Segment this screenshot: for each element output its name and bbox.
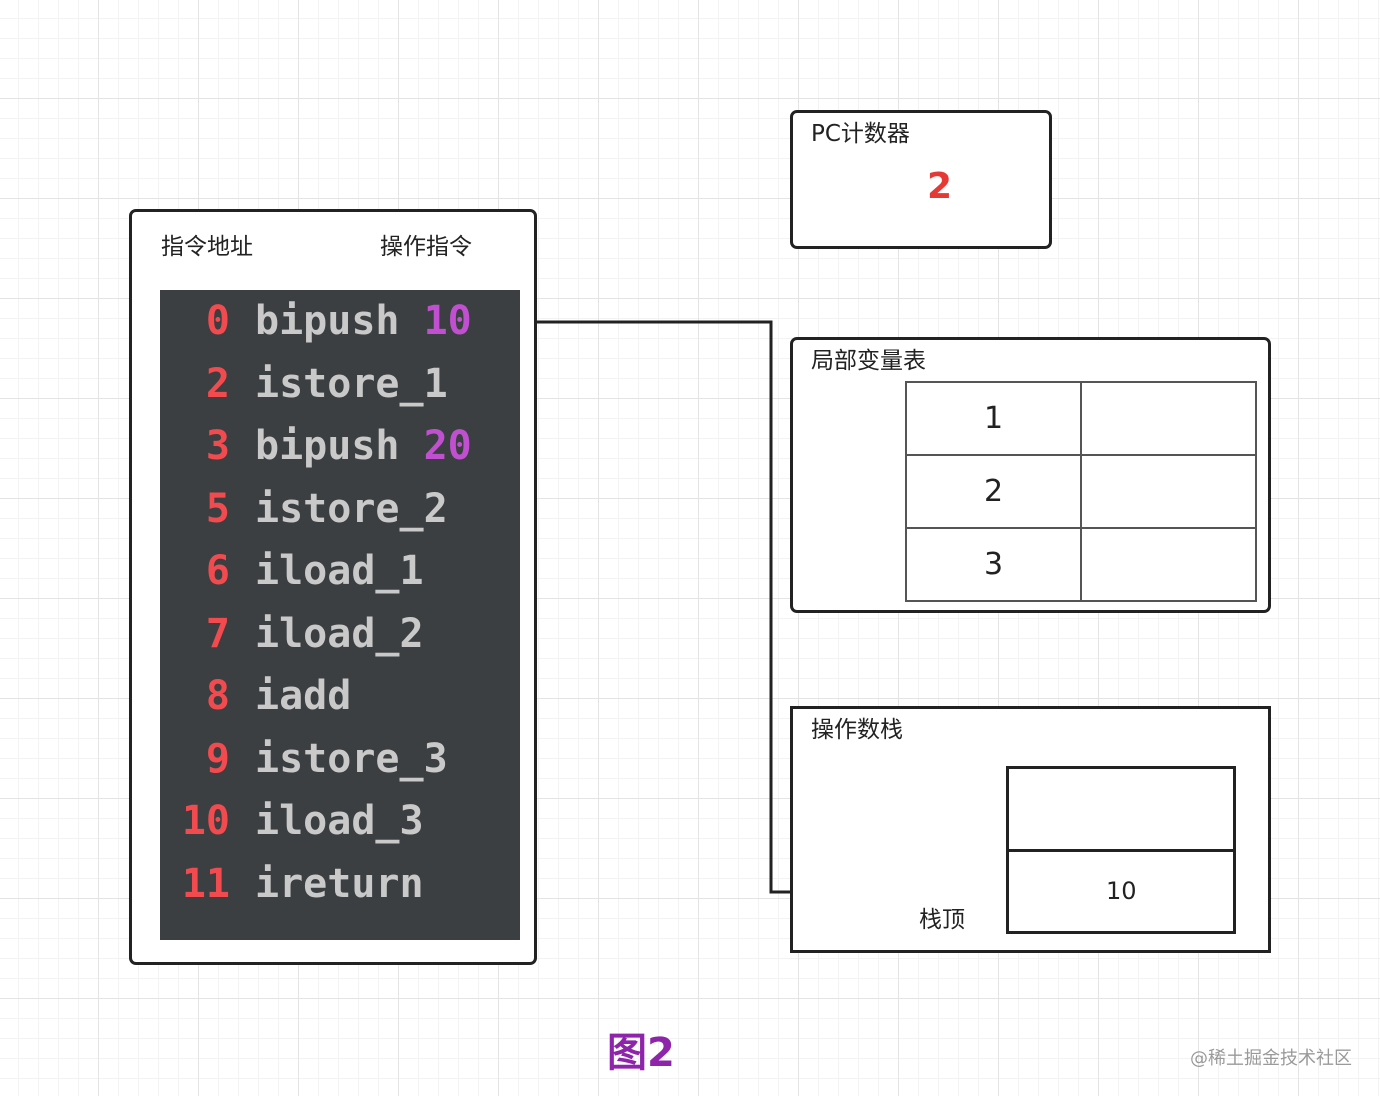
- bytecode-row: 11 ireturn: [160, 853, 520, 915]
- operand-stack-cell-value: 10: [1106, 877, 1137, 905]
- bytecode-opcode: istore_1: [255, 360, 448, 407]
- bytecode-opcode: istore_3: [255, 735, 448, 782]
- bytecode-row: 9 istore_3: [160, 728, 520, 790]
- local-variable-slot: 1: [905, 381, 1082, 456]
- local-variables-title: 局部变量表: [811, 348, 926, 374]
- bytecode-address: 10: [181, 798, 230, 844]
- bytecode-instruction: iload_2: [255, 603, 424, 665]
- operand-stack-cell: [1006, 849, 1236, 934]
- bytecode-opcode: bipush: [255, 298, 400, 344]
- instruction-address-header: 指令地址: [161, 234, 253, 260]
- bytecode-opcode: iload_1: [255, 548, 424, 594]
- bytecode-address: 3: [205, 423, 230, 469]
- bytecode-opcode: istore_2: [255, 485, 448, 532]
- pc-counter-title: PC计数器: [811, 121, 910, 147]
- bytecode-row: 5 istore_2: [160, 478, 520, 540]
- bytecode-address: 0: [205, 298, 230, 344]
- bytecode-row: 10 iload_3: [160, 790, 520, 852]
- local-variable-value: [1080, 381, 1257, 456]
- bytecode-instruction: bipush 10: [255, 290, 472, 352]
- operand-stack-title: 操作数栈: [811, 717, 903, 743]
- local-variable-row: 1: [905, 381, 1257, 456]
- local-variable-row: 3: [905, 527, 1257, 602]
- bytecode-opcode: iadd: [255, 673, 352, 719]
- bytecode-instruction: istore_2: [255, 478, 448, 540]
- local-variables-table: 1 2 3: [905, 381, 1257, 602]
- figure-caption: 图2: [607, 1030, 675, 1076]
- pc-counter-value: 2: [927, 166, 953, 207]
- bytecode-row: 6 iload_1: [160, 540, 520, 602]
- bytecode-address: 7: [205, 610, 230, 657]
- bytecode-instruction: iadd: [255, 665, 351, 727]
- pc-counter-box: [790, 110, 1052, 249]
- local-variable-slot: 3: [905, 527, 1082, 602]
- bytecode-row: 0 bipush 10: [160, 290, 520, 352]
- bytecode-opcode: bipush: [255, 423, 400, 469]
- bytecode-instruction: ireturn: [255, 853, 424, 915]
- operand-stack-cell: [1006, 766, 1236, 852]
- bytecode-row: 7 iload_2: [160, 603, 520, 665]
- bytecode-opcode: iload_3: [255, 798, 424, 844]
- bytecode-instruction: iload_1: [255, 540, 424, 602]
- bytecode-address: 11: [181, 860, 230, 907]
- bytecode-address: 6: [205, 548, 230, 594]
- bytecode-address: 2: [205, 360, 230, 407]
- bytecode-address: 9: [205, 735, 230, 782]
- bytecode-instruction: istore_1: [255, 353, 448, 415]
- local-variable-slot: 2: [905, 454, 1082, 529]
- bytecode-instruction: bipush 20: [255, 415, 472, 477]
- local-variable-value: [1080, 454, 1257, 529]
- bytecode-argument: 20: [423, 423, 472, 469]
- bytecode-row: 3 bipush 20: [160, 415, 520, 477]
- stack-top-label: 栈顶: [919, 907, 965, 933]
- bytecode-row: 8 iadd: [160, 665, 520, 727]
- watermark: @稀土掘金技术社区: [1190, 1048, 1352, 1069]
- bytecode-address: 5: [205, 485, 230, 532]
- instruction-operation-header: 操作指令: [380, 234, 472, 260]
- local-variable-row: 2: [905, 454, 1257, 529]
- bytecode-opcode: iload_2: [255, 610, 424, 657]
- bytecode-argument: 10: [423, 298, 472, 344]
- bytecode-instruction: istore_3: [255, 728, 448, 790]
- bytecode-instruction: iload_3: [255, 790, 424, 852]
- local-variable-value: [1080, 527, 1257, 602]
- bytecode-row: 2 istore_1: [160, 353, 520, 415]
- bytecode-opcode: ireturn: [255, 860, 424, 907]
- bytecode-address: 8: [205, 673, 230, 719]
